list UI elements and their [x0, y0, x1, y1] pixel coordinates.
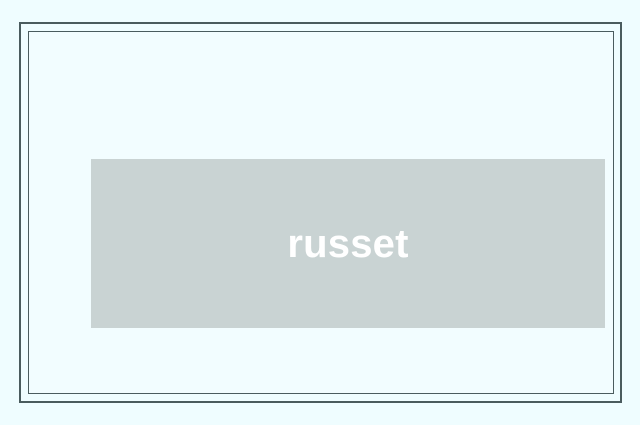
inner-border-frame: [28, 31, 614, 394]
outer-border-frame: [19, 22, 622, 403]
content-plate: russet: [29, 32, 613, 393]
placeholder-image-panel: russet: [91, 159, 605, 328]
placeholder-label: russet: [287, 221, 409, 266]
